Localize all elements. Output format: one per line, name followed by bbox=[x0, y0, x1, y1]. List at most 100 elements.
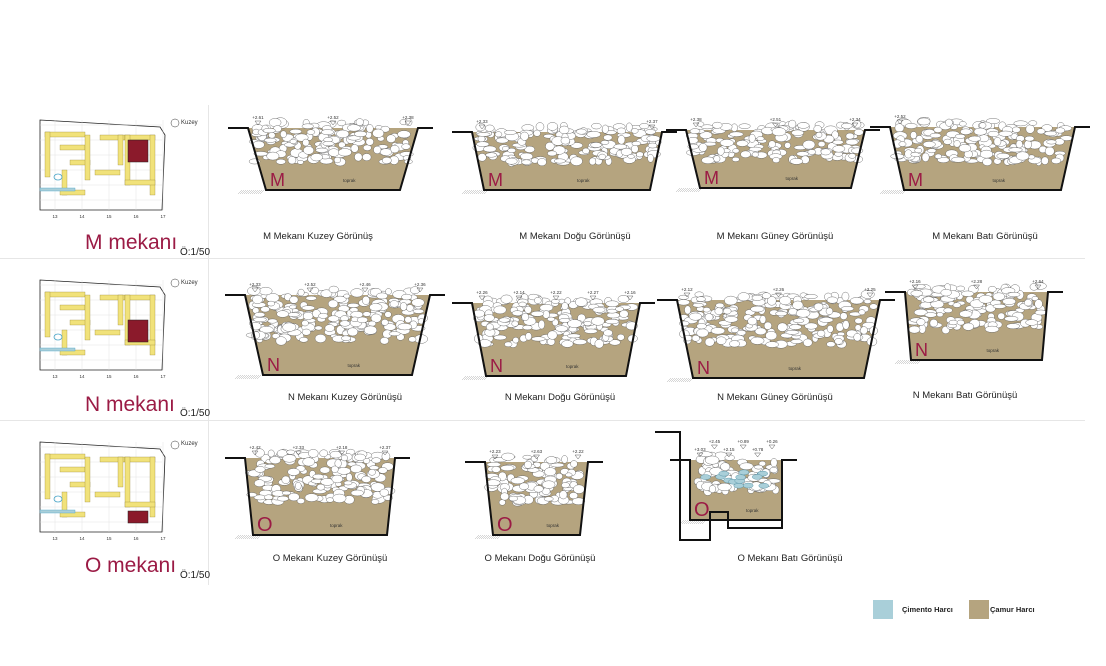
stone bbox=[826, 325, 834, 333]
north-label: Kuzey bbox=[181, 280, 198, 286]
stone bbox=[825, 307, 834, 315]
stone bbox=[575, 297, 588, 307]
stone bbox=[1044, 130, 1057, 137]
stone bbox=[567, 333, 581, 339]
stone bbox=[254, 466, 266, 473]
stone bbox=[363, 144, 372, 151]
stone bbox=[747, 317, 758, 326]
stone bbox=[590, 142, 602, 148]
stone bbox=[583, 320, 592, 326]
stone bbox=[486, 462, 501, 467]
stone bbox=[520, 152, 534, 160]
stone bbox=[767, 296, 777, 306]
stone bbox=[485, 152, 498, 158]
stone bbox=[736, 140, 749, 147]
stone bbox=[319, 466, 331, 474]
section-outline bbox=[655, 431, 783, 541]
grid-label: 15 bbox=[106, 374, 112, 379]
stone bbox=[968, 135, 982, 142]
stone bbox=[524, 145, 535, 153]
stone bbox=[785, 330, 800, 335]
soil-label: toprak bbox=[343, 178, 356, 183]
stone bbox=[979, 122, 987, 129]
stone bbox=[533, 485, 544, 493]
stone bbox=[333, 295, 347, 303]
elevation-marker-icon bbox=[896, 119, 904, 125]
stone bbox=[917, 117, 931, 126]
stone bbox=[483, 145, 497, 153]
stone bbox=[710, 327, 726, 335]
stone bbox=[765, 341, 779, 348]
stone bbox=[483, 314, 495, 322]
room-letter: M bbox=[704, 168, 719, 188]
soil-label: toprak bbox=[789, 366, 802, 371]
soil-label: toprak bbox=[566, 364, 579, 369]
stone bbox=[267, 300, 275, 307]
stone bbox=[677, 299, 690, 306]
stone bbox=[696, 328, 709, 338]
stone bbox=[748, 133, 756, 143]
stone bbox=[771, 127, 787, 137]
elevation-marker-icon bbox=[866, 292, 874, 298]
elevation-marker-icon bbox=[404, 120, 412, 126]
stone bbox=[910, 131, 917, 140]
stone bbox=[839, 312, 848, 320]
stone bbox=[815, 131, 823, 138]
stone bbox=[301, 328, 311, 336]
elevation-marker-icon bbox=[329, 120, 337, 126]
stone bbox=[289, 295, 299, 304]
stone bbox=[714, 307, 724, 315]
stone bbox=[329, 450, 342, 459]
stone bbox=[319, 449, 328, 457]
stone bbox=[986, 118, 1000, 124]
stone bbox=[948, 319, 958, 326]
elevation-marker-icon bbox=[589, 295, 597, 301]
soil-label: toprak bbox=[348, 363, 361, 368]
stone bbox=[853, 333, 862, 342]
stone bbox=[750, 305, 765, 313]
stone bbox=[933, 126, 943, 133]
elevation-marker-icon bbox=[294, 450, 302, 456]
stone bbox=[571, 497, 585, 505]
stone bbox=[555, 473, 563, 480]
stone bbox=[770, 458, 778, 468]
stone bbox=[388, 331, 401, 337]
stone bbox=[647, 142, 658, 149]
stone bbox=[1036, 128, 1046, 135]
highlighted-room bbox=[127, 510, 149, 524]
view-caption: N Mekanı Doğu Görünüşü bbox=[504, 392, 616, 403]
stone bbox=[914, 147, 923, 154]
stone bbox=[362, 311, 371, 317]
elevation-label: +2.33 bbox=[293, 445, 305, 450]
soil-label: toprak bbox=[577, 178, 590, 183]
stone bbox=[561, 302, 569, 310]
room-letter: N bbox=[915, 340, 928, 360]
stone bbox=[789, 158, 804, 165]
room-letter: O bbox=[257, 514, 273, 536]
stone bbox=[1028, 120, 1038, 126]
stone bbox=[1031, 296, 1039, 301]
elevation-marker-icon bbox=[306, 287, 314, 293]
stone bbox=[840, 306, 854, 312]
grid-label: 13 bbox=[52, 214, 58, 219]
view-caption: M Mekanı Güney Görünüşü bbox=[716, 231, 834, 242]
stone bbox=[297, 159, 304, 165]
stone bbox=[765, 331, 778, 341]
stone bbox=[314, 334, 327, 343]
stone bbox=[288, 492, 300, 502]
room-letter: N bbox=[697, 358, 710, 378]
stone bbox=[411, 298, 425, 307]
view-caption: O Mekanı Doğu Görünüşü bbox=[484, 553, 596, 564]
stone bbox=[397, 323, 412, 331]
soil-label: toprak bbox=[786, 176, 799, 181]
stone bbox=[316, 483, 325, 491]
elevation-marker-icon bbox=[338, 450, 346, 456]
stone bbox=[546, 122, 559, 131]
elevation-label: +2.28 bbox=[971, 279, 983, 284]
stone bbox=[401, 143, 411, 150]
stone bbox=[362, 153, 372, 161]
stone bbox=[410, 286, 420, 295]
